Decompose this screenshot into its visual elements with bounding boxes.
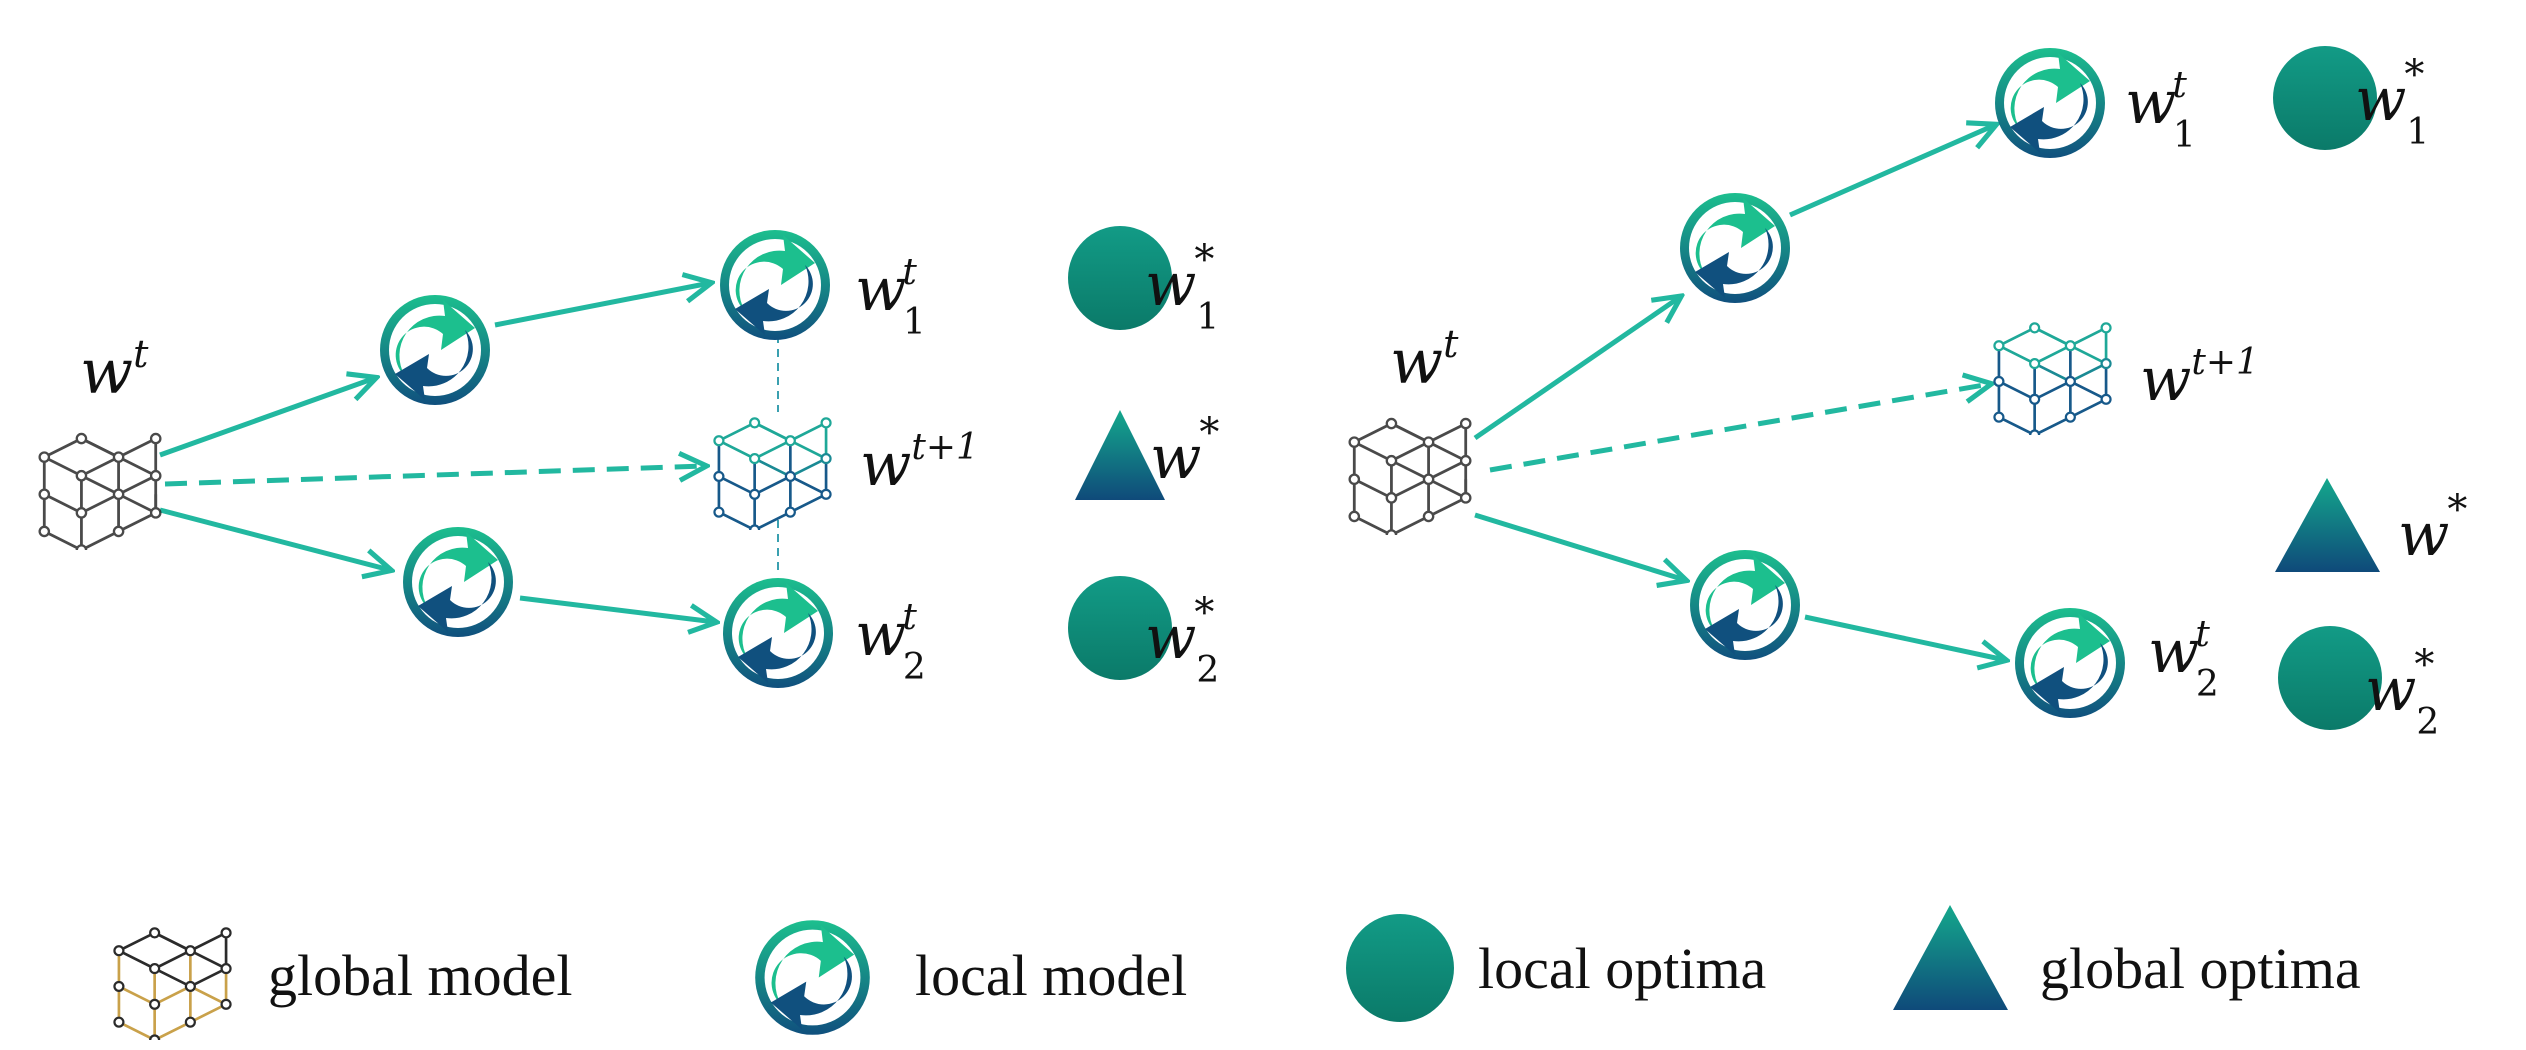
edge-local2-to-w2t — [1804, 614, 2005, 660]
global-model-icon — [38, 432, 162, 550]
global-optima-icon — [1893, 905, 2008, 1010]
local-optima-icon — [1068, 576, 1172, 680]
local-model-icon — [1689, 549, 1801, 661]
label-w-t-plus-1: wt+1 — [860, 427, 979, 500]
label-w-t: wt — [1390, 322, 1459, 398]
label-w-star: w* — [1150, 410, 1219, 493]
global-model-icon — [113, 927, 232, 1040]
edge-global-to-local2 — [1474, 512, 1685, 580]
local-model-icon — [754, 919, 871, 1036]
global-model-icon — [1348, 417, 1472, 535]
edge-local1-to-w1t — [1788, 125, 1995, 218]
legend-local-model: local model — [915, 943, 1187, 1008]
edge-global-to-local1 — [1473, 297, 1680, 441]
label-w1-star: w*1 — [2355, 52, 2429, 153]
local-model-icon — [1679, 192, 1791, 304]
legend-global-model: global model — [268, 943, 572, 1008]
local-model-icon — [1994, 47, 2106, 159]
edge-global-to-local2 — [159, 507, 390, 570]
edge-global-to-aggregate — [164, 466, 705, 487]
label-w-t-plus-1: wt+1 — [2140, 342, 2259, 415]
label-w2-star: w*2 — [1145, 590, 1219, 691]
edge-global-to-aggregate — [1489, 384, 1990, 473]
local-model-icon — [402, 526, 514, 638]
edge-global-to-local1 — [159, 378, 375, 458]
label-w-t: wt — [80, 332, 149, 408]
global-optima-icon — [1075, 410, 1165, 500]
legend: global model local model local optima gl… — [113, 905, 2361, 1040]
aggregated-model-icon — [1993, 322, 2112, 435]
legend-global-optima: global optima — [2040, 936, 2361, 1001]
local-optima-icon — [1068, 226, 1172, 330]
local-model-icon — [2014, 607, 2126, 719]
local-model-icon — [722, 577, 834, 689]
local-model-icon — [379, 294, 491, 406]
edge-local2-to-w2t — [519, 595, 715, 622]
global-optima-icon — [2275, 478, 2380, 572]
edge-local1-to-w1t — [494, 283, 710, 328]
label-w1-star: w*1 — [1145, 237, 1219, 338]
local-optima-icon — [1346, 914, 1454, 1022]
aggregated-model-icon — [713, 417, 832, 530]
local-model-icon — [719, 229, 831, 341]
label-w2-star: w*2 — [2365, 642, 2439, 743]
legend-local-optima: local optima — [1478, 936, 1766, 1001]
local-optima-icon — [2273, 46, 2377, 150]
local-optima-icon — [2278, 626, 2382, 730]
label-w-star: w* — [2398, 487, 2467, 570]
